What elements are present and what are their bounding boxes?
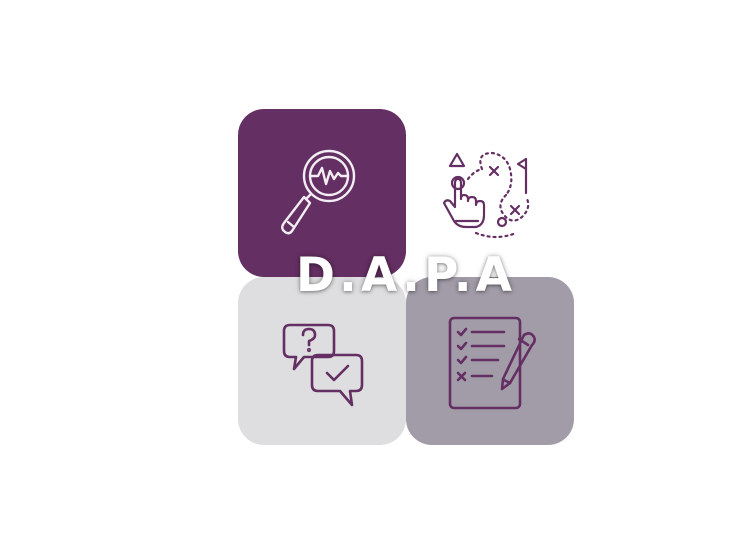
tile-plan <box>406 109 574 277</box>
logo-wordmark: D.A.P.A <box>295 248 517 303</box>
tile-analyze <box>238 109 406 277</box>
checklist-pencil-icon <box>448 316 536 410</box>
strategy-map-icon <box>442 151 530 239</box>
tile-assess <box>406 277 574 445</box>
magnifier-pulse-icon <box>281 149 356 235</box>
question-chat-icon <box>282 323 364 407</box>
tile-discuss <box>238 277 406 445</box>
